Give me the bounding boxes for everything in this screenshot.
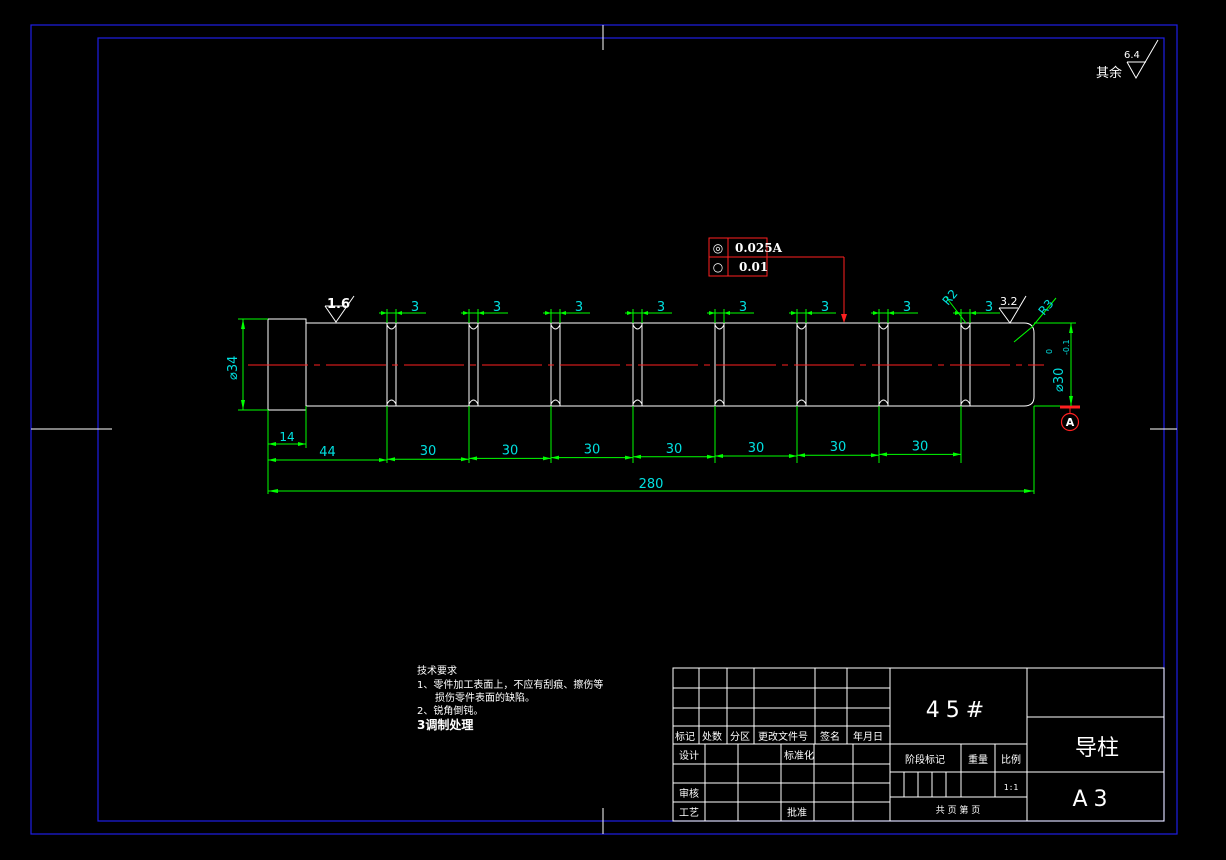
roughness-end-value: 3.2 <box>1000 295 1018 308</box>
scale-label: 比例 <box>1001 753 1021 766</box>
roughness-shoulder-value: 1.6 <box>327 297 350 312</box>
length-dimension: 30 <box>633 442 715 459</box>
part-name: 导柱 <box>1075 736 1119 761</box>
length-dimension-label: 30 <box>420 444 437 459</box>
tolerance-frame: ◎ 0.025A ○ 0.01 <box>708 237 847 323</box>
length-dimension: 30 <box>387 444 469 462</box>
datum-symbol: A <box>1034 405 1080 432</box>
rev-header-mark: 标记 <box>675 731 695 743</box>
scale-value: 1:1 <box>1004 783 1019 792</box>
design-label: 设计 <box>679 749 699 762</box>
groove-dimension: 3 <box>625 300 672 323</box>
groove-dimension: 3 <box>461 300 508 323</box>
roughness-end-symbol: 3.2 <box>998 295 1027 324</box>
length-dimension-label: 30 <box>502 443 519 458</box>
coaxiality-icon: ◎ <box>713 241 723 255</box>
notes-heading: 技术要求 <box>417 664 457 677</box>
roundness-icon: ○ <box>713 260 723 274</box>
groove-dimension: 3 <box>379 300 426 323</box>
notes-line4: 3调制处理 <box>417 717 473 732</box>
dimension-head: 14 <box>267 406 307 494</box>
centering-marks <box>31 25 1177 834</box>
groove-dimension-label: 3 <box>739 300 747 315</box>
groove-dimension-label: 3 <box>821 300 829 315</box>
groove <box>468 323 479 406</box>
technical-notes: 技术要求 1、零件加工表面上，不应有刮痕、擦伤等 损伤零件表面的缺陷。 2、锐角… <box>417 664 603 732</box>
groove-dimensions: 3 3 3 3 3 3 3 3 <box>379 300 1000 323</box>
groove-dimension: 3 <box>871 300 918 323</box>
length-dimension: 30 <box>715 441 797 458</box>
dimension-dia-left: ⌀34 <box>226 318 268 411</box>
dimension-total: 280 <box>268 406 1035 494</box>
length-dimension: 30 <box>797 440 879 458</box>
length-dimension-label: 30 <box>584 443 601 458</box>
length-dimension: 44 <box>268 445 387 462</box>
dimension-total-label: 280 <box>639 477 664 492</box>
weight-label: 重量 <box>968 753 988 766</box>
notes-line2: 损伤零件表面的缺陷。 <box>435 691 535 704</box>
rev-header-date: 年月日 <box>853 730 883 743</box>
length-dimension: 30 <box>469 443 551 461</box>
dimension-dia-right-lower: -0.1 <box>1062 339 1071 355</box>
groove-dimension-label: 3 <box>493 300 501 315</box>
notes-line1: 1、零件加工表面上，不应有刮痕、擦伤等 <box>417 678 603 691</box>
rev-header-sign: 签名 <box>820 730 840 743</box>
dimension-dia-right-upper: 0 <box>1045 349 1054 354</box>
length-dimension-label: 30 <box>912 439 929 454</box>
approve-label: 批准 <box>787 806 807 819</box>
rev-header-zone: 分区 <box>730 731 750 743</box>
groove-dimension-label: 3 <box>575 300 583 315</box>
length-dimension-label: 30 <box>666 442 683 457</box>
roughness-other-label: 其余 <box>1096 65 1122 81</box>
dimension-dia-right: ⌀30 0 -0.1 <box>1034 322 1076 406</box>
length-dimension: 30 <box>879 439 961 457</box>
length-dimensions: 44 30 30 30 30 30 30 30 <box>268 406 962 463</box>
rev-header-count: 处数 <box>702 730 722 743</box>
length-dimension-label: 44 <box>319 445 336 460</box>
groove-dimension-label: 3 <box>903 300 911 315</box>
rev-header-doc: 更改文件号 <box>758 730 808 743</box>
datum-label: A <box>1066 416 1075 429</box>
tolerance-row1-value: 0.025A <box>735 241 783 255</box>
groove-dimension-label: 3 <box>985 300 993 315</box>
review-label: 审核 <box>679 787 699 800</box>
dimension-head-label: 14 <box>279 430 294 444</box>
process-label: 工艺 <box>679 807 699 819</box>
tolerance-row2-value: 0.01 <box>739 260 768 274</box>
length-dimension-label: 30 <box>830 440 847 455</box>
sheet-size: A3 <box>1072 787 1113 812</box>
material-label: 45# <box>926 698 990 723</box>
roughness-other-value: 6.4 <box>1124 50 1140 61</box>
roughness-other-symbol: 其余 6.4 <box>1096 39 1159 81</box>
groove-dimension: 3 <box>789 300 836 323</box>
roughness-shoulder-symbol: 1.6 <box>324 295 355 323</box>
length-dimension: 30 <box>551 443 633 460</box>
standardize-label: 标准化 <box>784 749 814 762</box>
groove-dimension: 3 <box>543 300 590 323</box>
sheets-label: 共 页 第 页 <box>936 804 981 816</box>
length-dimension-label: 30 <box>748 441 765 456</box>
dimension-dia-right-label: ⌀30 <box>1052 368 1067 392</box>
notes-line3: 2、锐角倒钝。 <box>417 704 483 717</box>
dimension-dia-left-label: ⌀34 <box>226 356 241 380</box>
title-block-text: 标记 处数 分区 更改文件号 签名 年月日 设计 标准化 审核 工艺 批准 45… <box>675 698 1119 819</box>
groove-dimension: 3 <box>953 300 1000 323</box>
groove-dimension-label: 3 <box>411 300 419 315</box>
groove-dimension: 3 <box>707 300 754 323</box>
groove-dimension-label: 3 <box>657 300 665 315</box>
title-block-grid <box>672 667 1165 822</box>
stage-mark-label: 阶段标记 <box>905 753 945 766</box>
